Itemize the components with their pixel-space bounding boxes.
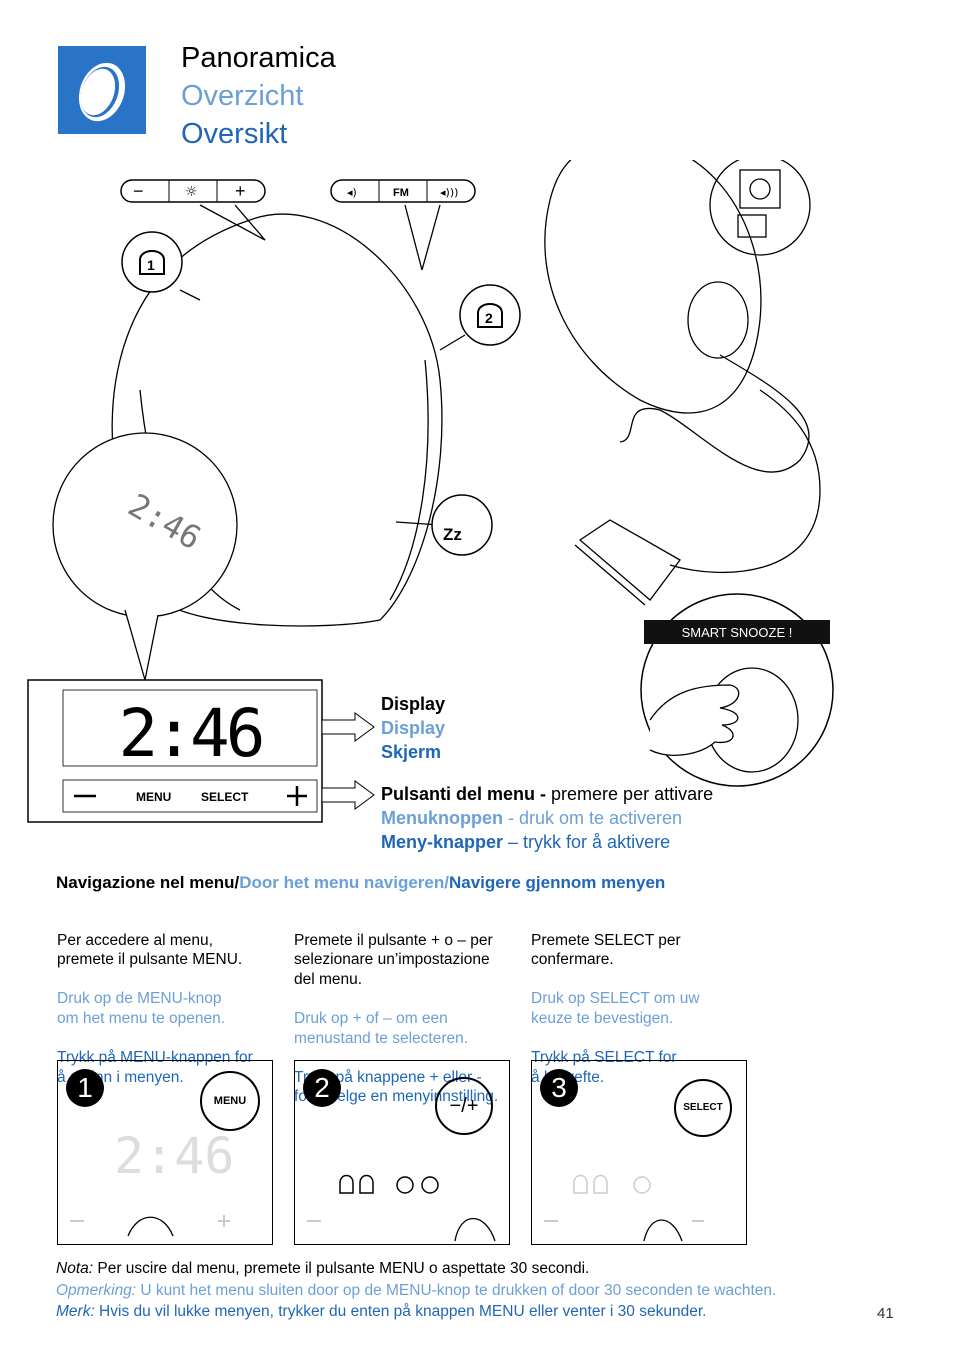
display-zoom-bubble: 2:46 <box>52 432 238 681</box>
navigation-heading-nl: Door het menu navigeren/ <box>239 873 449 892</box>
step-box-3: 3 SELECT <box>531 1060 747 1245</box>
svg-text:2:46: 2:46 <box>114 1127 234 1185</box>
step-1-illustration: 2:46 <box>70 1127 234 1237</box>
notes: Nota: Per uscire dal menu, premete il pu… <box>56 1258 776 1323</box>
navigation-heading-it: Navigazione nel menu/ <box>56 873 240 892</box>
instruction-3-nl: Druk op SELECT om uw keuze te bevestigen… <box>531 990 700 1027</box>
menu-buttons-label-no: Meny-knapper <box>381 832 504 852</box>
instruction-column-3: Premete SELECT per confermare. Druk op S… <box>531 911 751 1107</box>
note-label-nl: Opmerking: <box>56 1281 137 1299</box>
menu-buttons-desc-nl: - druk om te activeren <box>503 808 683 828</box>
menu-buttons-desc-no: – trykk for å aktivere <box>503 832 671 852</box>
svg-text:FM: FM <box>393 187 409 199</box>
instruction-2-nl: Druk op + of – om een menustand te selec… <box>294 1009 469 1047</box>
page-title-no: Oversikt <box>181 118 288 150</box>
step-number-1: 1 <box>66 1069 104 1107</box>
svg-text:2: 2 <box>485 310 493 326</box>
lamp-rear <box>544 160 762 414</box>
menu-button-illustration: MENU <box>200 1071 260 1131</box>
minus-plus-button-illustration: −/+ <box>435 1077 493 1135</box>
note-label-no: Merk: <box>56 1303 95 1320</box>
svg-text:☼: ☼ <box>185 184 198 200</box>
step-box-1: 1 MENU 2:46 <box>57 1060 273 1245</box>
step-3-illustration <box>544 1174 704 1242</box>
menu-buttons-label-nl: Menuknoppen <box>381 808 503 828</box>
page-number: 41 <box>877 1305 894 1322</box>
svg-text:◂))): ◂))) <box>440 186 458 199</box>
instruction-column-1: Per accedere al menu, premete il pulsant… <box>57 911 277 1107</box>
svg-text:+: + <box>235 181 246 201</box>
svg-text:MENU: MENU <box>136 790 171 804</box>
section-icon-box <box>58 46 146 134</box>
note-text-no: Hvis du vil lukke menyen, trykker du ent… <box>94 1303 707 1320</box>
instruction-2-it: Premete il pulsante + o – per selezionar… <box>294 931 493 988</box>
svg-text:2:46: 2:46 <box>119 695 262 772</box>
step-2-illustration <box>307 1174 496 1242</box>
note-text-nl: U kunt het menu sluiten door op de MENU-… <box>136 1281 777 1299</box>
instruction-1-nl: Druk op de MENU-knop om het menu te open… <box>57 990 226 1027</box>
instruction-1-no: Trykk på MENU-knappen for å gå inn i men… <box>57 1049 253 1086</box>
alarm-2-icon: 2 <box>459 284 521 346</box>
svg-text:SMART SNOOZE !: SMART SNOOZE ! <box>682 625 793 640</box>
step-box-2: 2 −/+ <box>294 1060 510 1245</box>
step-number-2: 2 <box>303 1069 341 1107</box>
menu-buttons-label-it: Pulsanti del menu - <box>381 784 552 804</box>
lamp-icon <box>78 62 126 122</box>
instruction-1-it: Per accedere al menu, premete il pulsant… <box>57 931 243 969</box>
display-label-it: Display <box>381 694 446 714</box>
display-label-nl: Display <box>381 718 446 738</box>
display-label-no: Skjerm <box>381 742 442 762</box>
display-labels: Display Display Skjerm <box>381 692 445 764</box>
note-label-it: Nota: <box>56 1260 94 1277</box>
svg-text:−: − <box>133 181 144 201</box>
note-text-it: Per uscire dal menu, premete il pulsante… <box>93 1260 590 1277</box>
wall-socket-callout <box>709 160 811 256</box>
snooze-icon: Zz <box>431 494 493 556</box>
navigation-heading-no: Navigere gjennom menyen <box>448 873 666 892</box>
smart-snooze-callout: SMART SNOOZE ! <box>640 593 834 787</box>
device-illustration: − ☼ + ◂) FM ◂))) 1 2 Zz 2:46 SMART SNOOZ… <box>27 160 834 823</box>
svg-text:SELECT: SELECT <box>201 790 249 804</box>
alarm-1-icon: 1 <box>121 231 183 293</box>
top-left-button-bar: − ☼ + <box>120 179 266 203</box>
power-adapter <box>578 519 681 601</box>
page-title-nl: Overzicht <box>181 80 304 112</box>
top-right-button-bar: ◂) FM ◂))) <box>330 179 476 203</box>
pointer-arrows <box>321 712 375 810</box>
instruction-3-it: Premete SELECT per confermare. <box>531 931 681 969</box>
svg-text:Zz: Zz <box>443 525 462 544</box>
select-button-illustration: SELECT <box>674 1079 732 1137</box>
step-number-3: 3 <box>540 1069 578 1107</box>
svg-text:1: 1 <box>147 257 155 273</box>
page-title-it: Panoramica <box>181 42 336 74</box>
menu-button-labels: Pulsanti del menu - premere per attivare… <box>381 782 713 854</box>
display-panel: 2:46 MENU SELECT <box>27 679 323 823</box>
menu-buttons-desc-it: premere per attivare <box>551 784 714 804</box>
lamp-body <box>111 213 443 627</box>
navigation-heading: Navigazione nel menu/Door het menu navig… <box>56 873 665 893</box>
svg-text:◂): ◂) <box>347 186 357 199</box>
